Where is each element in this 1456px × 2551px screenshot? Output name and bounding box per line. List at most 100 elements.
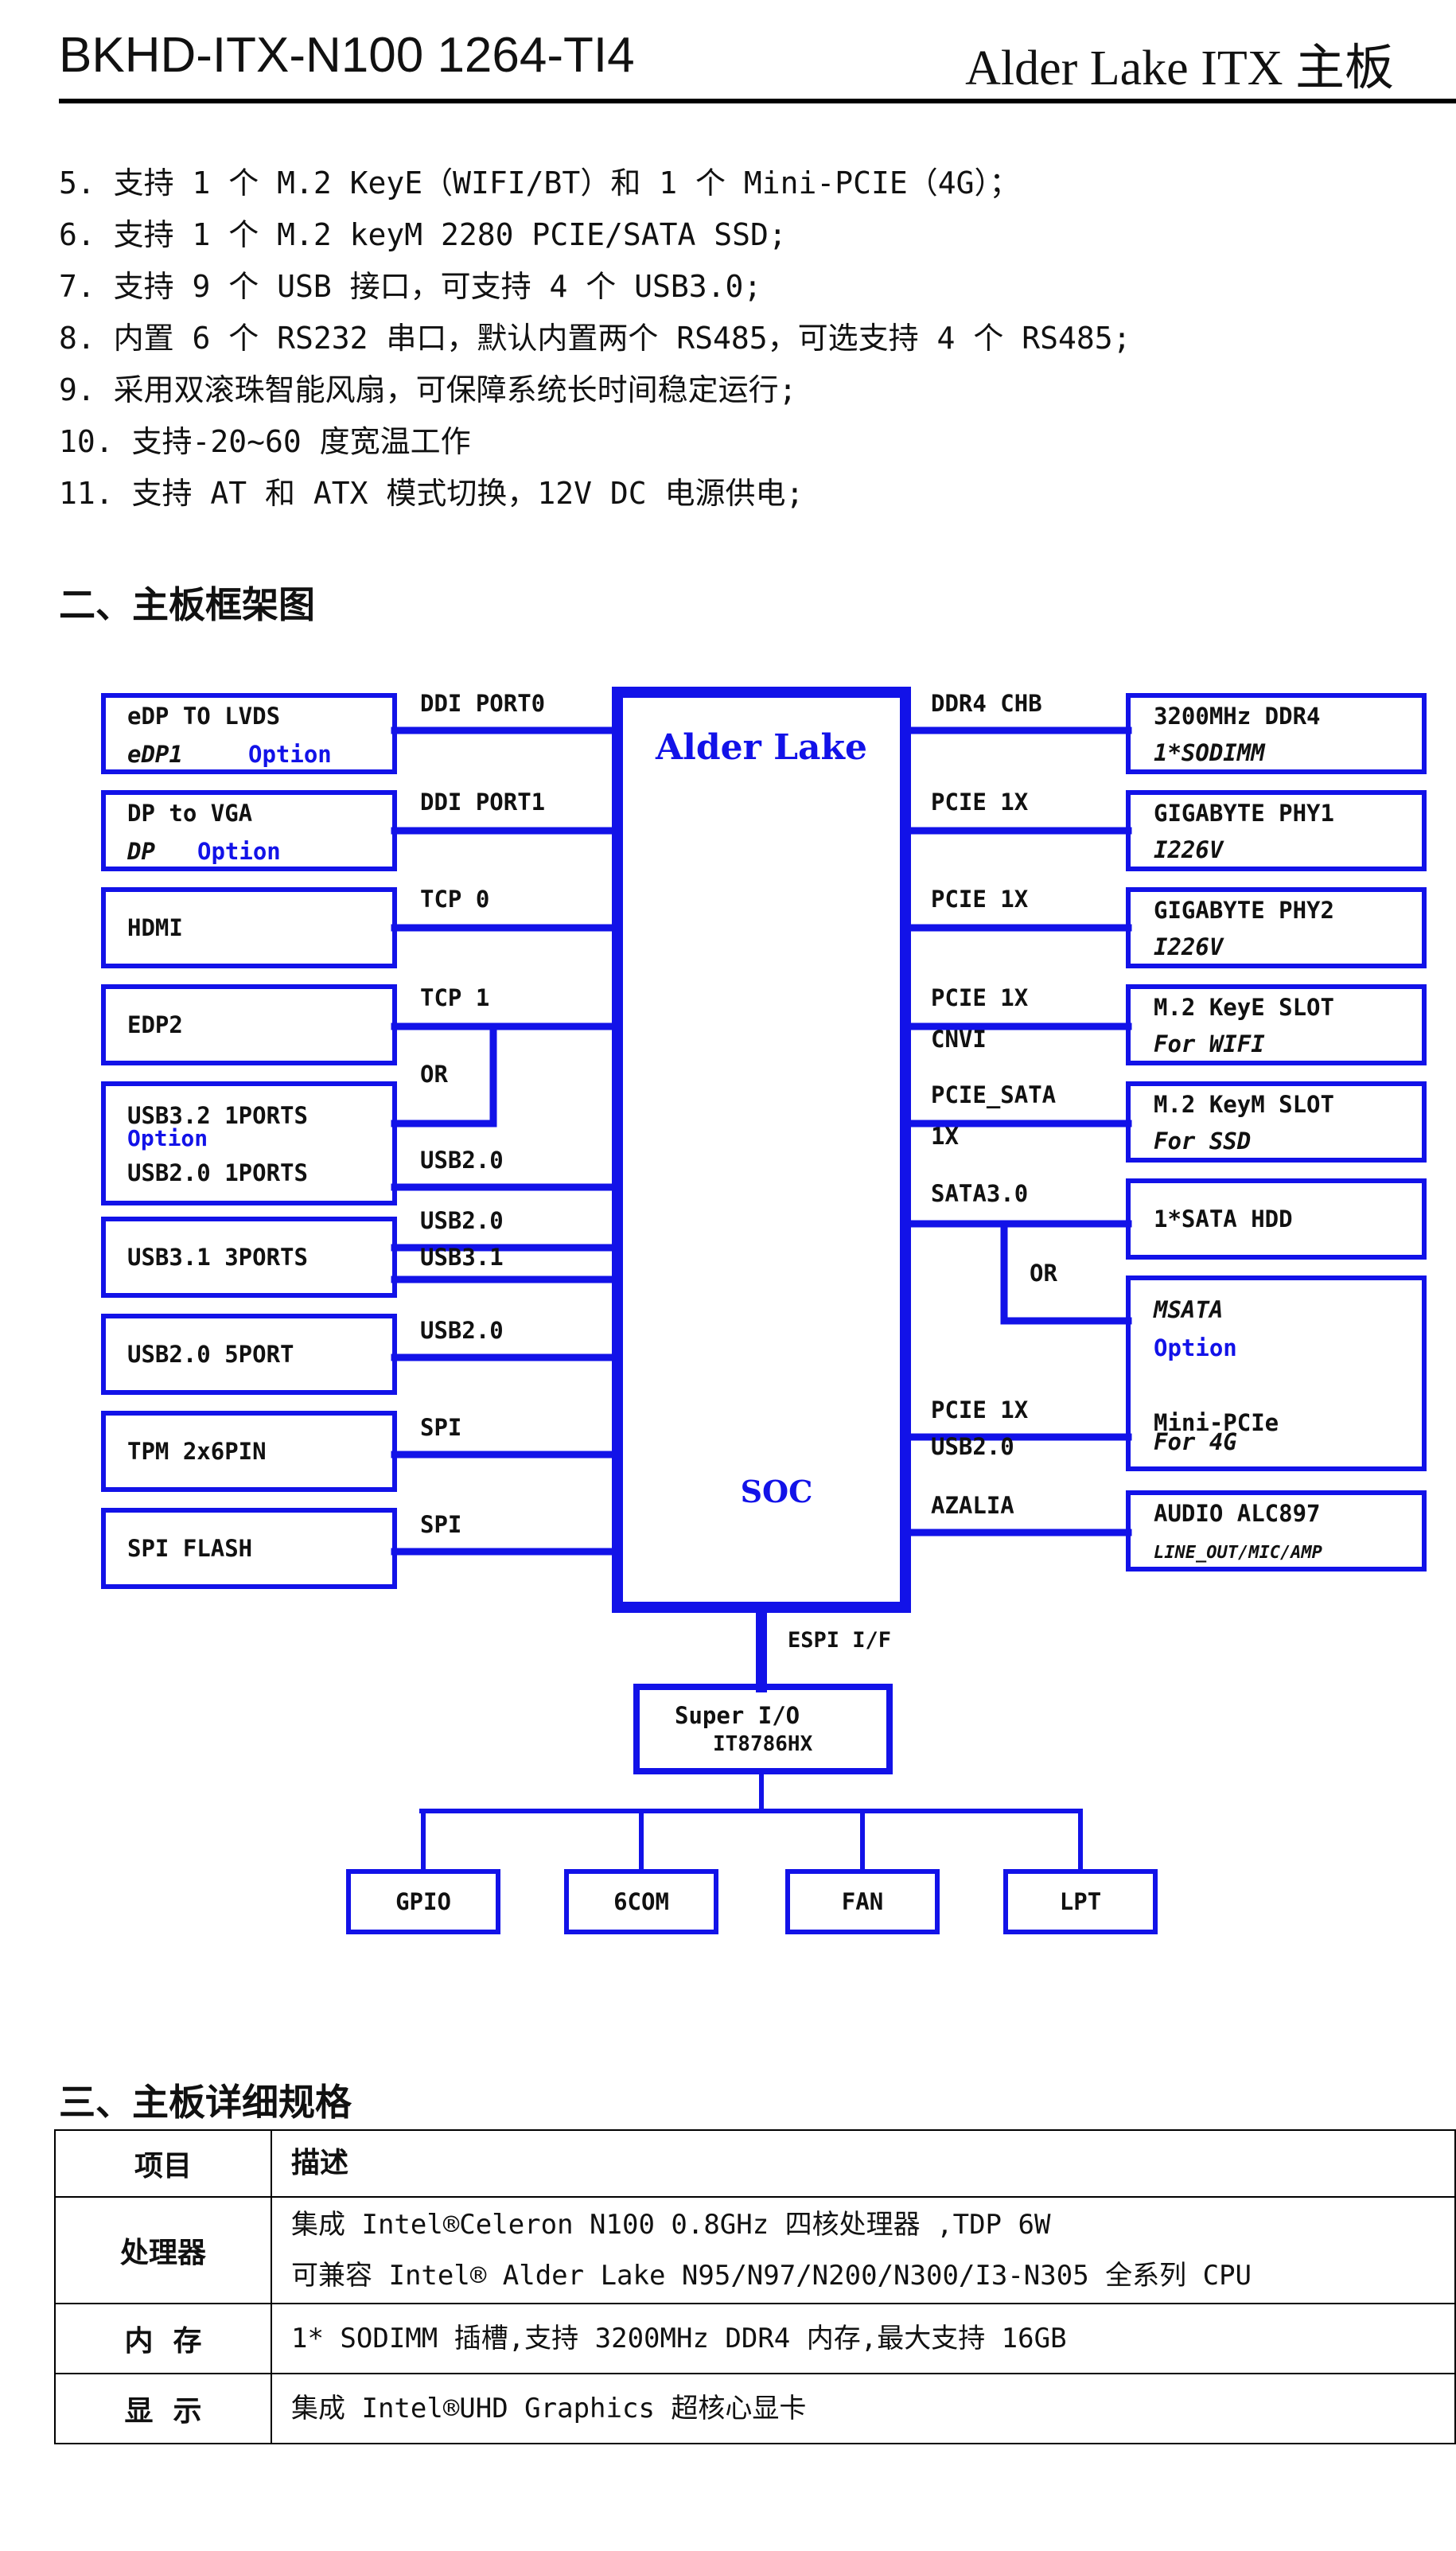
left-device-label: USB3.1 3PORTS xyxy=(127,1244,308,1271)
right-device-label: For SSD xyxy=(1154,1128,1251,1155)
spec-value-line: 可兼容 Intel® Alder Lake N95/N97/N200/N300/… xyxy=(291,2260,1252,2292)
bus-label: PCIE_SATA xyxy=(931,1081,1056,1108)
spec-value: 集成 Intel®UHD Graphics 超核心显卡 xyxy=(271,2373,1456,2444)
right-device-label: I226V xyxy=(1154,933,1224,960)
bus-label: USB2.0 xyxy=(420,1317,504,1344)
right-device-label: MSATA xyxy=(1153,1296,1223,1323)
left-device-label: HDMI xyxy=(127,914,183,941)
bottom-device-box xyxy=(1003,1869,1158,1934)
table-row: 处理器 集成 Intel®Celeron N100 0.8GHz 四核处理器 ,… xyxy=(54,2196,1456,2304)
feature-item: 9. 采用双滚珠智能风扇，可保障系统长时间稳定运行; xyxy=(59,372,797,407)
bus-label: PCIE 1X xyxy=(931,984,1029,1011)
right-device-label: GIGABYTE PHY1 xyxy=(1154,800,1334,827)
feature-item: 6. 支持 1 个 M.2 keyM 2280 PCIE/SATA SSD; xyxy=(59,217,787,252)
left-device-label: USB3.2 1PORTS xyxy=(127,1102,308,1129)
header-product-title: BKHD-ITX-N100 1264-TI4 xyxy=(59,28,635,83)
right-device-label: Mini-PCIe xyxy=(1154,1409,1279,1436)
right-device-label: I226V xyxy=(1154,836,1224,863)
spec-key: 内 存 xyxy=(54,2303,272,2374)
right-device-label: 1*SATA HDD xyxy=(1154,1205,1293,1233)
bus-label: DDI PORT1 xyxy=(420,789,545,816)
bottom-device-label: 6COM xyxy=(613,1888,669,1915)
bus-label: PCIE 1X xyxy=(931,1396,1029,1423)
feature-item: 8. 内置 6 个 RS232 串口，默认内置两个 RS485，可选支持 4 个… xyxy=(59,321,1131,356)
left-device-label: SPI FLASH xyxy=(127,1535,252,1562)
bus-label: AZALIA xyxy=(931,1492,1014,1519)
bottom-device-box xyxy=(564,1869,718,1934)
left-device-label: DP xyxy=(127,838,155,865)
bus-label: DDI PORT0 xyxy=(420,690,545,717)
feature-list: 5. 支持 1 个 M.2 KeyE（WIFI/BT）和 1 个 Mini-PC… xyxy=(59,158,1411,520)
or-label: OR xyxy=(1030,1260,1057,1287)
soc-title: Alder Lake xyxy=(655,727,867,768)
section-title-block-diagram: 二、主板框架图 xyxy=(59,583,315,626)
bus-label: DDR4 CHB xyxy=(931,690,1042,717)
left-device-label: eDP1 xyxy=(127,741,183,768)
bus-label: USB2.0 xyxy=(420,1207,504,1234)
bottom-device-box xyxy=(346,1869,500,1934)
header-rule xyxy=(59,99,1456,103)
spec-table: 项目 描述 处理器 集成 Intel®Celeron N100 0.8GHz 四… xyxy=(54,2129,1456,2444)
bus-label: PCIE 1X xyxy=(931,789,1029,816)
table-header-item: 项目 xyxy=(54,2129,272,2198)
feature-item: 5. 支持 1 个 M.2 KeyE（WIFI/BT）和 1 个 Mini-PC… xyxy=(59,166,1020,201)
spec-value-line: 1* SODIMM 插槽,支持 3200MHz DDR4 内存,最大支持 16G… xyxy=(291,2323,1067,2354)
spec-value: 集成 Intel®Celeron N100 0.8GHz 四核处理器 ,TDP … xyxy=(271,2196,1456,2304)
right-device-label: AUDIO ALC897 xyxy=(1154,1500,1321,1527)
bus-label: SPI xyxy=(420,1414,461,1441)
left-device-option: Option xyxy=(127,1125,208,1151)
table-row: 显 示 集成 Intel®UHD Graphics 超核心显卡 xyxy=(54,2373,1456,2444)
spec-value: 1* SODIMM 插槽,支持 3200MHz DDR4 内存,最大支持 16G… xyxy=(271,2303,1456,2374)
right-device-label: M.2 KeyE SLOT xyxy=(1154,994,1334,1021)
bottom-device-label: GPIO xyxy=(395,1888,451,1915)
bottom-device-label: LPT xyxy=(1060,1888,1101,1915)
super-io-label: IT8786HX xyxy=(713,1732,813,1756)
bus-label: TCP 0 xyxy=(420,886,489,913)
bus-label: TCP 1 xyxy=(420,984,489,1011)
left-device-label: eDP TO LVDS xyxy=(127,703,280,730)
bus-label: CNVI xyxy=(931,1026,987,1053)
bus-label: SATA3.0 xyxy=(931,1180,1028,1207)
right-device-option: Option xyxy=(1154,1334,1237,1361)
right-device-label: 1*SODIMM xyxy=(1154,739,1266,766)
table-header-row: 项目 描述 xyxy=(54,2129,1456,2198)
left-device-option: Option xyxy=(248,741,332,768)
super-io-box xyxy=(633,1684,893,1774)
left-device-label: USB2.0 1PORTS xyxy=(127,1159,308,1186)
right-device-label: M.2 KeyM SLOT xyxy=(1154,1091,1334,1118)
or-label: OR xyxy=(420,1061,448,1088)
right-device-label: For 4G xyxy=(1154,1428,1237,1455)
section-title-specs: 三、主板详细规格 xyxy=(59,2081,352,2124)
feature-item: 10. 支持-20~60 度宽温工作 xyxy=(59,424,471,459)
bus-label: ESPI I/F xyxy=(788,1628,891,1653)
right-device-label: 3200MHz DDR4 xyxy=(1154,703,1321,730)
right-device-label: LINE_OUT/MIC/AMP xyxy=(1154,1543,1322,1563)
spec-value-line: 集成 Intel®UHD Graphics 超核心显卡 xyxy=(291,2393,807,2424)
spec-key: 显 示 xyxy=(54,2373,272,2444)
left-device-label: TPM 2x6PIN xyxy=(127,1438,267,1465)
bottom-device-box xyxy=(785,1869,940,1934)
right-device-label: GIGABYTE PHY2 xyxy=(1154,897,1334,924)
right-device-box xyxy=(1126,1178,1427,1260)
left-device-box xyxy=(101,1217,397,1298)
feature-item: 7. 支持 9 个 USB 接口，可支持 4 个 USB3.0; xyxy=(59,269,762,304)
header-board-type: Alder Lake ITX 主板 xyxy=(965,41,1394,95)
left-device-option: Option xyxy=(197,838,281,865)
table-header-desc: 描述 xyxy=(271,2129,1456,2198)
right-device-label: For WIFI xyxy=(1154,1030,1265,1057)
left-device-label: EDP2 xyxy=(127,1011,183,1038)
left-device-label: USB2.0 5PORT xyxy=(127,1341,294,1368)
spec-value-line: 集成 Intel®Celeron N100 0.8GHz 四核处理器 ,TDP … xyxy=(291,2209,1051,2241)
bus-label: 1X xyxy=(931,1123,959,1150)
bottom-device-label: FAN xyxy=(842,1888,883,1915)
bus-label: SPI xyxy=(420,1511,461,1538)
spec-key: 处理器 xyxy=(54,2196,272,2304)
bus-label: USB3.1 xyxy=(420,1244,504,1271)
soc-box xyxy=(612,687,911,1613)
bus-label: PCIE 1X xyxy=(931,886,1029,913)
super-io-label: Super I/O xyxy=(675,1702,800,1729)
right-device-box xyxy=(1126,1276,1427,1471)
bus-label: USB2.0 xyxy=(931,1433,1014,1460)
bus-label: USB2.0 xyxy=(420,1147,504,1174)
page-header: BKHD-ITX-N100 1264-TI4 Alder Lake ITX 主板 xyxy=(59,13,1456,102)
